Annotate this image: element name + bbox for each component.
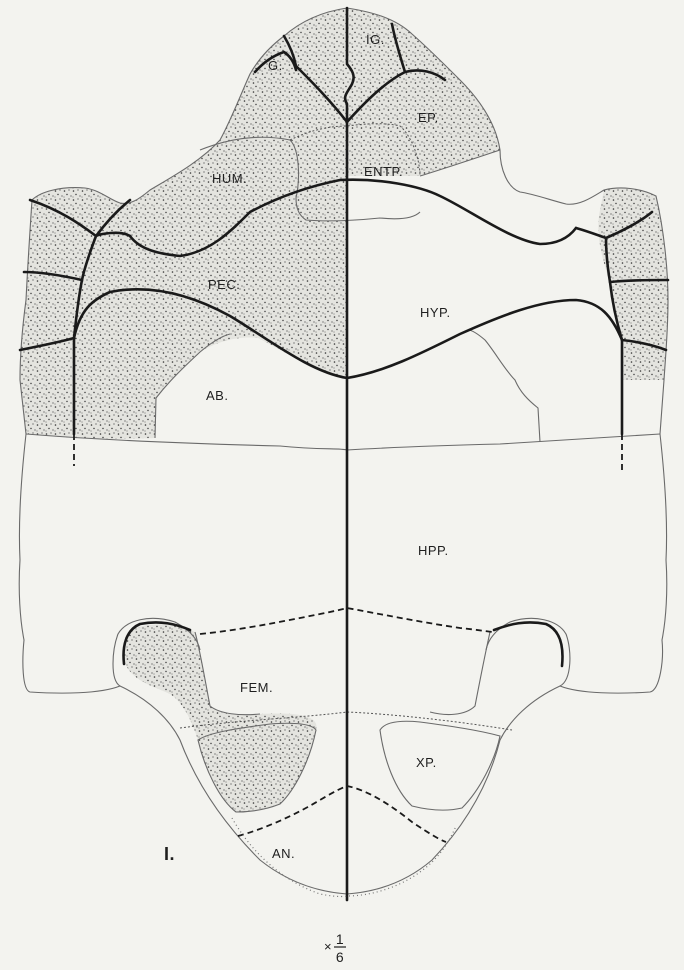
- scale-prefix: ×: [324, 939, 332, 954]
- label-intergular: IG.: [366, 32, 385, 47]
- label-hypoplastron: HPP.: [418, 543, 449, 558]
- anal-dotted-margin: [232, 818, 456, 897]
- label-humeral: HUM.: [212, 171, 247, 186]
- scale-denominator: 6: [336, 949, 344, 965]
- label-abdominal: AB.: [206, 388, 228, 403]
- label-femoral: FEM.: [240, 680, 273, 695]
- break-femoral-right: [430, 632, 490, 714]
- stippled-bone-regions: [20, 8, 668, 812]
- xiphiplastron-break-right: [380, 721, 500, 810]
- label-hyoplastron: HYP.: [420, 305, 451, 320]
- label-epiplastron: EP.: [418, 110, 439, 125]
- label-pectoral: PEC.: [208, 277, 240, 292]
- label-anal: AN.: [272, 846, 295, 861]
- figure-number: I.: [164, 844, 175, 864]
- stipple-right-lateral: [598, 188, 668, 380]
- femoral-notch-sulcus-right: [494, 622, 562, 666]
- label-entoplastron: ENTP.: [364, 164, 403, 179]
- stipple-anterior-lobe: [20, 8, 347, 439]
- label-xiphiplastron: XP.: [416, 755, 437, 770]
- break-abdominal-right: [468, 330, 540, 442]
- label-gular: G.: [268, 58, 283, 73]
- figure-caption: I. × 1 6: [164, 844, 346, 965]
- scale-numerator: 1: [336, 931, 344, 947]
- stipple-femoral-left: [123, 624, 316, 812]
